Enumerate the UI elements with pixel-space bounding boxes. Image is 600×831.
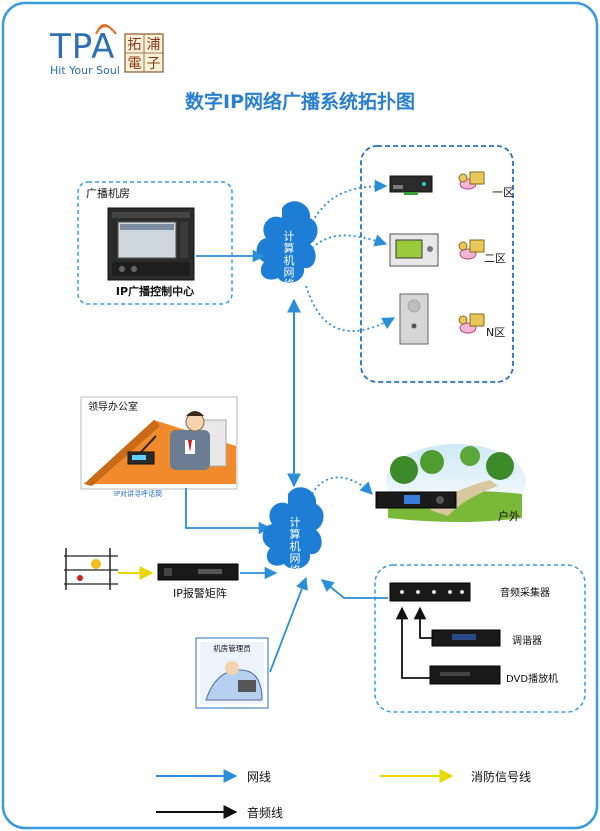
outdoor-amplifier-device: [375, 491, 457, 509]
fire-alarm-building-icon: [64, 548, 118, 590]
link-cloud-to-zone-2: [311, 234, 388, 249]
seal-char: 子: [147, 56, 161, 72]
page-title: 数字IP网络广播系统拓扑图: [185, 90, 415, 113]
link-cloud-to-zone-1: [311, 179, 388, 223]
dvd-player-device: [429, 665, 501, 685]
cloud-char: 网: [290, 552, 301, 565]
brand-logo: TPA Hit Your Soul: [49, 24, 120, 77]
link-dvd-to-collector: [395, 606, 430, 679]
link-admin-to-cloud: [269, 576, 308, 673]
dvd-player-label: DVD播放机: [506, 672, 558, 685]
audio-collector-label: 音频采集器: [500, 586, 550, 599]
cloud-char: 算: [290, 527, 301, 541]
brand-seal: 拓 浦 電 子: [124, 33, 164, 73]
tuner-label: 调谐器: [512, 635, 542, 647]
cloud-char: 络: [284, 277, 295, 291]
zone-2-label: 二区: [484, 252, 506, 265]
broadcast-control-center-device: [107, 207, 195, 281]
link-collector-to-cloud: [321, 579, 388, 599]
leader-office-label: 领导办公室: [88, 400, 138, 413]
audio-collector-device: [389, 582, 471, 602]
logo-wave-icon: [95, 24, 117, 35]
zone-2-device: [389, 233, 439, 267]
cloud-char: 网: [284, 266, 295, 279]
seal-char: 浦: [147, 37, 161, 53]
leader-office-image: [80, 396, 238, 490]
zone-1-device: [389, 175, 433, 195]
network-cloud-lower: 计 算 机 网 络: [262, 487, 324, 577]
cloud-char: 算: [284, 241, 295, 255]
link-tuner-to-collector: [413, 606, 432, 639]
broadcast-control-center-label: IP广播控制中心: [116, 284, 194, 298]
cloud-char: 络: [290, 563, 301, 577]
speaker-figure-icon: [458, 171, 485, 190]
admin-image: [195, 637, 269, 709]
link-cloud-to-zone-n: [305, 285, 396, 332]
link-office-to-cloud: [185, 488, 272, 535]
cloud-char: 计: [284, 230, 295, 243]
zone-n-label: N区: [486, 326, 505, 339]
admin-label: 机房管理员: [213, 643, 251, 653]
network-cloud-upper: 计 算 机 网 络: [256, 201, 318, 291]
ip-alarm-matrix-device: [157, 563, 239, 581]
cloud-char: 机: [290, 539, 301, 553]
zone-1-label: 一区: [492, 186, 514, 199]
speaker-figure-icon: [458, 239, 485, 260]
cloud-char: 计: [290, 516, 301, 529]
seal-char: 拓: [128, 37, 142, 53]
legend-network-label: 网线: [247, 770, 271, 784]
ip-alarm-matrix-label: IP报警矩阵: [173, 586, 227, 600]
zones-box: [360, 145, 514, 383]
zone-n-device: [399, 293, 429, 345]
broadcast-room-box: [77, 181, 233, 305]
legend-audio-label: 音频线: [247, 805, 283, 820]
legend-fire-label: 消防信号线: [471, 769, 531, 784]
cloud-char: 机: [284, 253, 295, 267]
logo-tagline: Hit Your Soul: [50, 64, 120, 77]
seal-char: 電: [128, 56, 142, 72]
link-cloud-to-outdoor: [311, 476, 373, 495]
broadcast-room-label: 广播机房: [86, 186, 130, 200]
ip-intercom-mic-label: IP对讲寻呼话筒: [114, 489, 162, 498]
logo-text: TPA: [49, 27, 115, 67]
speaker-figure-icon: [458, 313, 485, 334]
audio-sources-box: [374, 564, 586, 713]
outdoor-label: 户外: [498, 509, 520, 523]
tuner-device: [431, 629, 501, 647]
